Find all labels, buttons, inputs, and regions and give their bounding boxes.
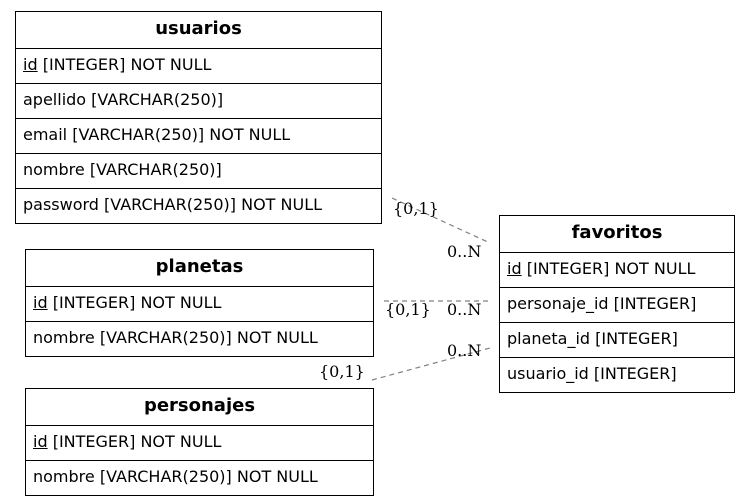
column-usuario-id: usuario_id [INTEGER]: [507, 364, 677, 383]
cardinality-favoritos-side-planetas: 0..N: [447, 300, 482, 319]
column-nombre: nombre [VARCHAR(250)]: [16, 154, 381, 189]
entity-favoritos[interactable]: favoritos id [INTEGER] NOT NULL personaj…: [499, 215, 735, 393]
entity-planetas[interactable]: planetas id [INTEGER] NOT NULL nombre [V…: [25, 249, 374, 357]
entity-title: planetas: [26, 250, 373, 287]
entity-personajes[interactable]: personajes id [INTEGER] NOT NULL nombre …: [25, 388, 374, 496]
entity-title: personajes: [26, 389, 373, 426]
column-nombre: nombre [VARCHAR(250)] NOT NULL: [33, 467, 318, 486]
entity-title: usuarios: [16, 12, 381, 49]
column-id: id [INTEGER] NOT NULL: [16, 49, 381, 84]
primary-key: id: [507, 259, 522, 278]
column-password: password [VARCHAR(250)] NOT NULL: [23, 195, 323, 214]
column-personaje-id: personaje_id [INTEGER]: [500, 288, 734, 323]
edge-personajes-favoritos: [371, 347, 491, 381]
primary-key: id: [23, 55, 38, 74]
column-id: id [INTEGER] NOT NULL: [26, 287, 373, 322]
cardinality-personajes-side: {0,1}: [319, 362, 365, 381]
cardinality-favoritos-side-usuarios: 0..N: [447, 242, 482, 261]
cardinality-usuarios-side: {0,1}: [393, 199, 439, 218]
column-apellido: apellido [VARCHAR(250)]: [16, 84, 381, 119]
column-planeta-id: planeta_id [INTEGER]: [500, 323, 734, 358]
entity-usuarios[interactable]: usuarios id [INTEGER] NOT NULL apellido …: [15, 11, 382, 224]
column-id: id [INTEGER] NOT NULL: [500, 253, 734, 288]
cardinality-favoritos-side-personajes: 0..N: [447, 341, 482, 360]
column-id: id [INTEGER] NOT NULL: [26, 426, 373, 461]
column-nombre: nombre [VARCHAR(250)] NOT NULL: [33, 328, 318, 347]
cardinality-planetas-side: {0,1}: [385, 300, 431, 319]
entity-title: favoritos: [500, 216, 734, 253]
primary-key: id: [33, 293, 48, 312]
primary-key: id: [33, 432, 48, 451]
column-email: email [VARCHAR(250)] NOT NULL: [16, 119, 381, 154]
